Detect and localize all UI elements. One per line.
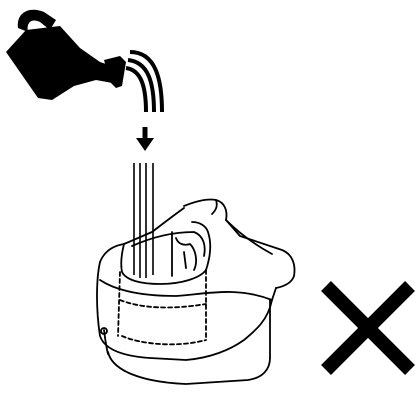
down-arrow-icon — [136, 127, 154, 151]
water-tank-icon — [96, 198, 296, 385]
prohibited-x-icon — [321, 281, 415, 375]
water-stream-icon — [125, 50, 164, 113]
watering-can-icon — [6, 9, 126, 100]
pour-lines — [133, 163, 154, 278]
